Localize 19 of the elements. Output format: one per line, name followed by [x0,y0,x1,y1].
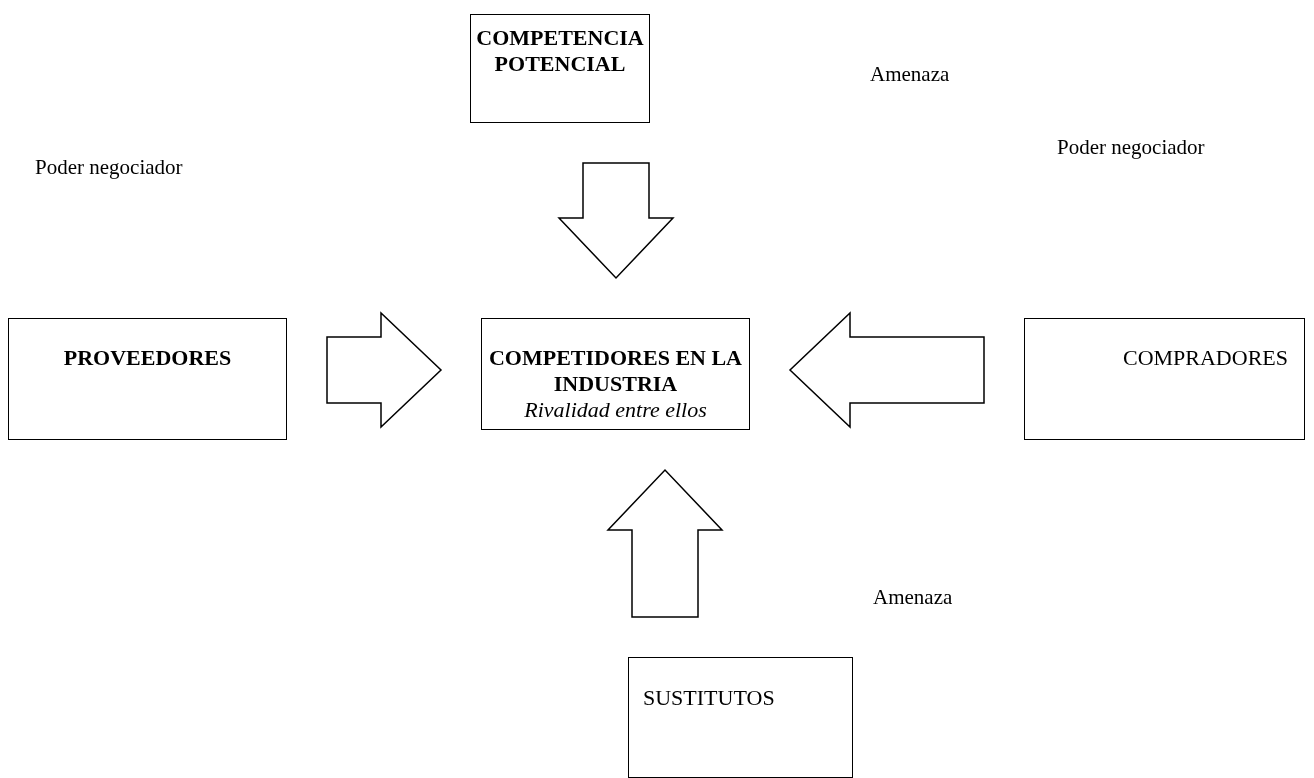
box [1024,318,1305,440]
block-arrow [606,468,724,618]
block-arrow [557,162,675,280]
box-text: COMPETIDORES EN LA INDUSTRIA [487,345,743,397]
note-label: Poder negociador [1057,135,1205,160]
box [481,318,750,430]
box [628,657,853,778]
box-text: COMPRADORES [1122,345,1288,371]
note-label: Poder negociador [35,155,183,180]
block-arrow [326,311,443,429]
box-text: Rivalidad entre ellos [524,397,707,423]
box [470,14,650,123]
block-arrow [788,311,985,429]
box-text: PROVEEDORES [63,345,232,371]
box [8,318,287,440]
box-text: SUSTITUTOS [643,685,775,711]
note-label: Amenaza [873,585,953,610]
note-label: Amenaza [870,62,950,87]
box-text: COMPETENCIA POTENCIAL [475,25,645,77]
